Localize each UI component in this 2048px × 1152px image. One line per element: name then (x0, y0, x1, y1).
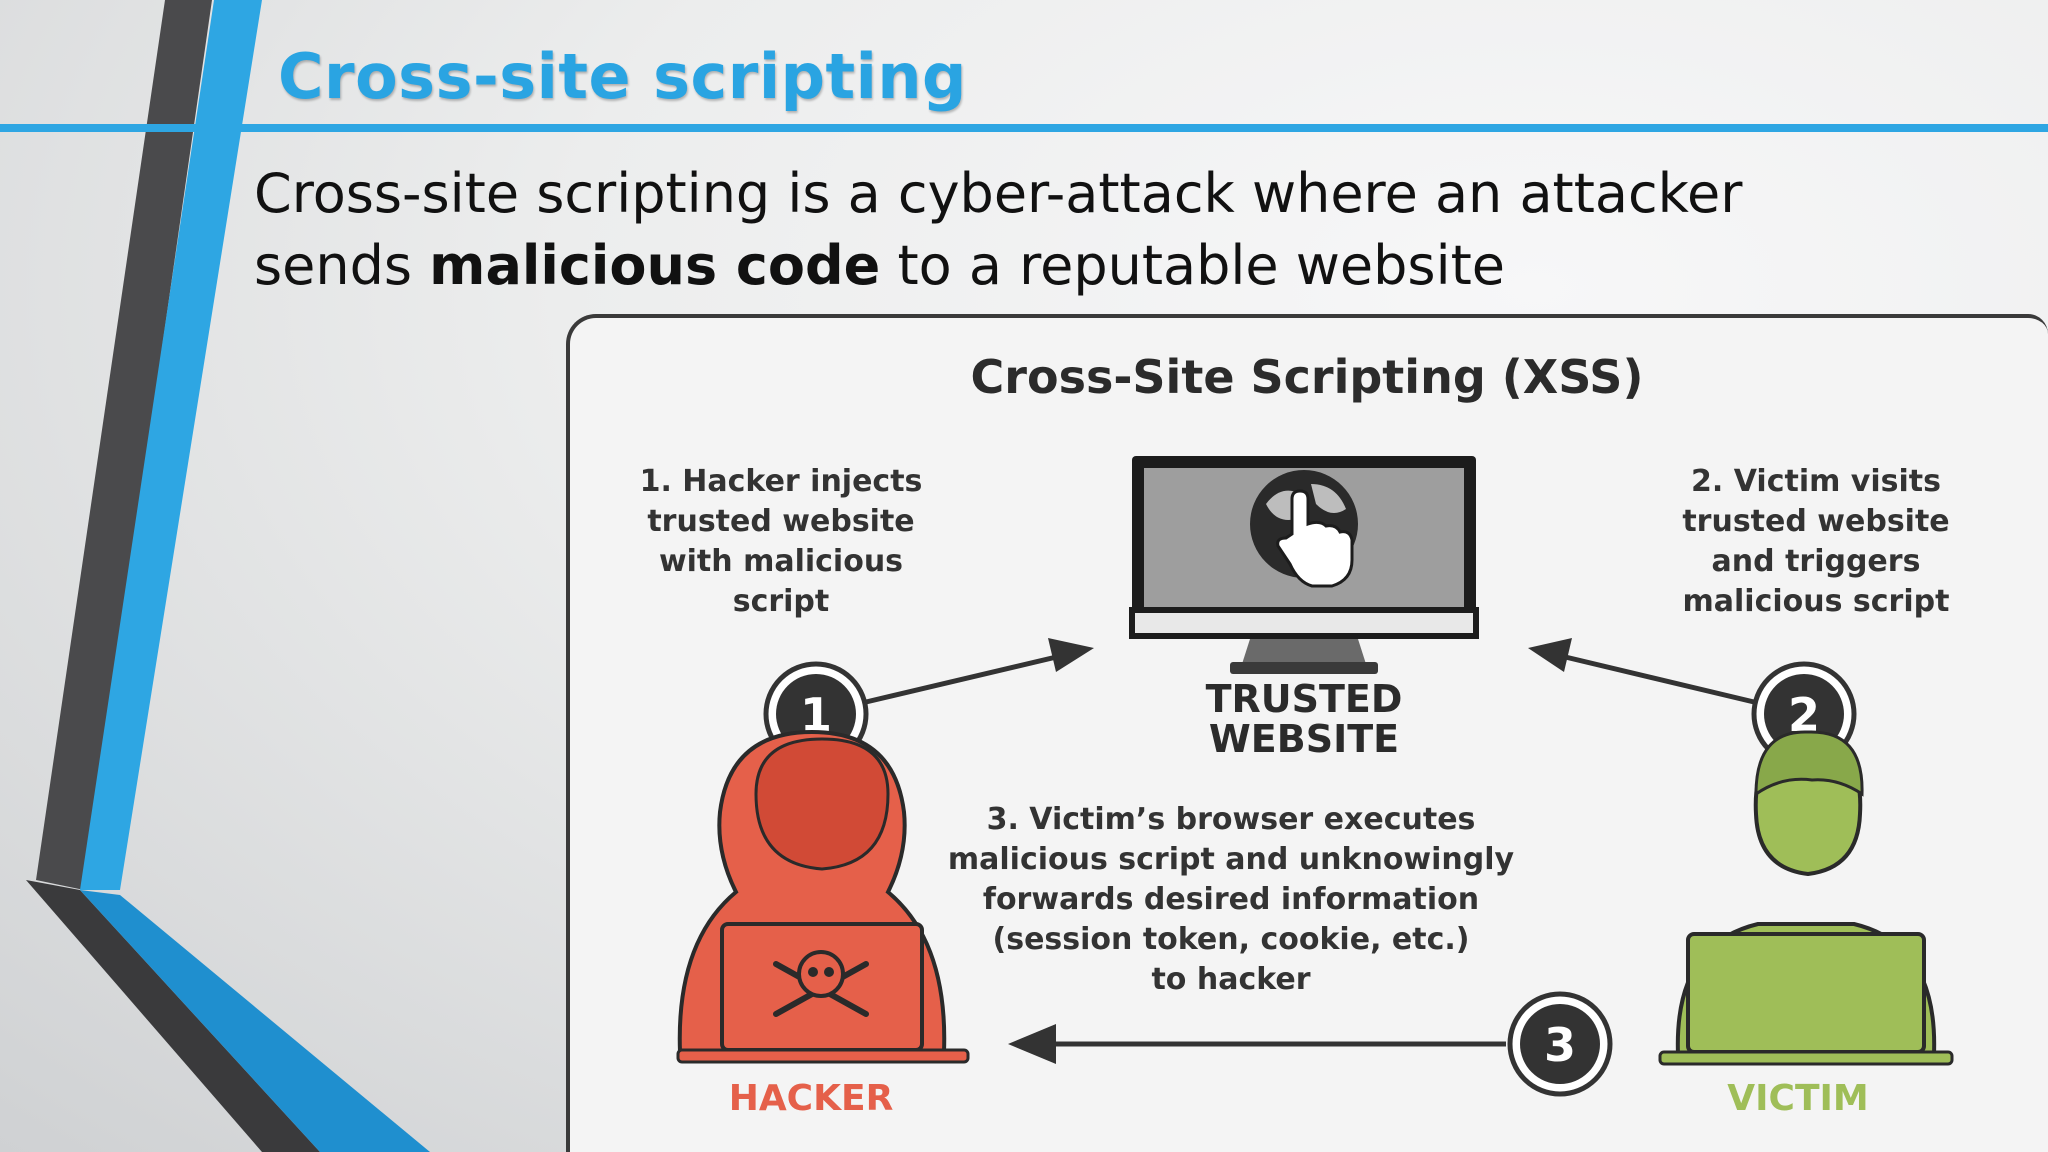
diagram-graphics: TRUSTED WEBSITE 1 2 (676, 456, 1954, 1119)
badge-3-text: 3 (1544, 1018, 1576, 1072)
diagram-title: Cross-Site Scripting (XSS) (970, 350, 1644, 404)
body-text-part2: to a reputable website (880, 234, 1505, 297)
victim-label: VICTIM (1727, 1078, 1868, 1119)
hacker-figure (676, 729, 970, 1064)
body-text-part1: Cross-site scripting is a cyber-attack w… (254, 162, 1743, 297)
badge-3: 3 (1507, 991, 1613, 1097)
website-label-line1: TRUSTED (1206, 677, 1403, 721)
arrow-3 (1008, 1024, 1506, 1064)
website-label-line2: WEBSITE (1209, 717, 1399, 761)
arrow-2 (1528, 638, 1755, 705)
arrow-1 (865, 638, 1094, 705)
step2-text: 2. Victim visits trusted website and tri… (1682, 464, 1950, 619)
slide-title: Cross-site scripting (278, 40, 967, 113)
step3-text: 3. Victim’s browser executes malicious s… (947, 802, 1515, 997)
body-text-bold: malicious code (429, 234, 881, 297)
pointer-hand-icon (1276, 489, 1354, 588)
step1-text: 1. Hacker injects trusted website with m… (639, 464, 923, 619)
skull-crossbones-icon (773, 950, 869, 1017)
title-rule (0, 124, 2048, 132)
slide-body: Cross-site scripting is a cyber-attack w… (254, 158, 1814, 302)
victim-figure (1658, 730, 1954, 1066)
xss-diagram: Cross-Site Scripting (XSS) 1. Hacker inj… (566, 314, 2048, 1152)
hacker-label: HACKER (729, 1078, 894, 1119)
